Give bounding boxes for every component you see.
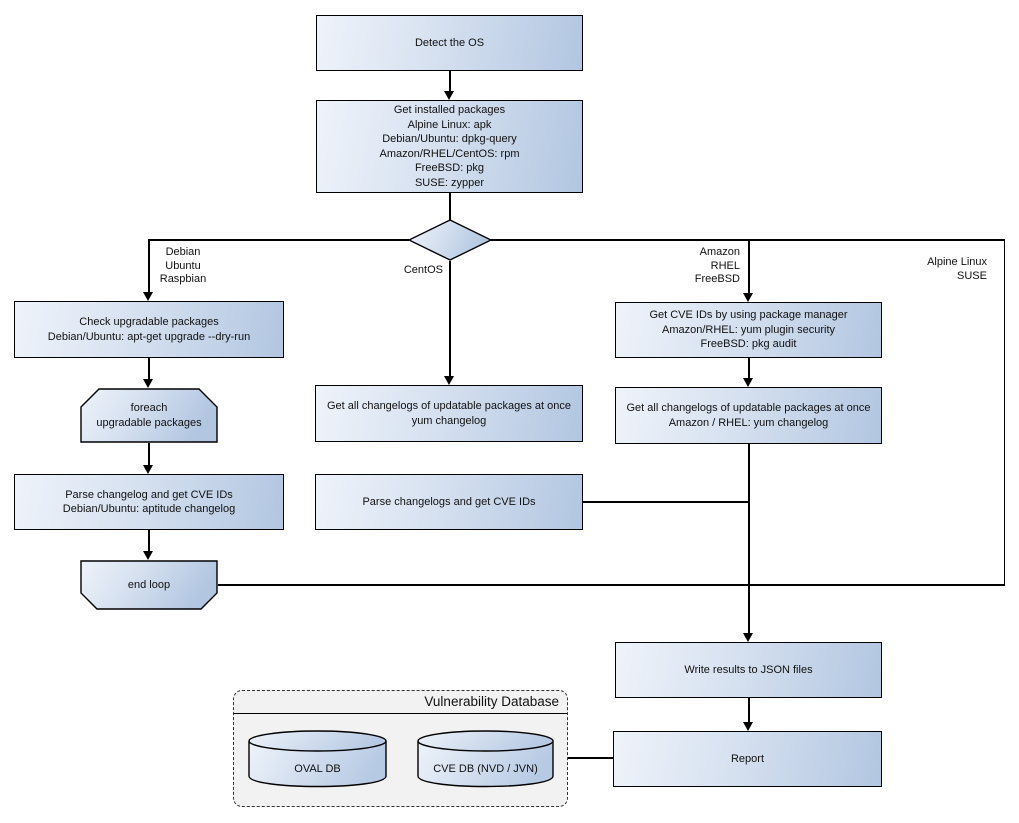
- node-check-upgradable: Check upgradable packages Debian/Ubuntu:…: [14, 301, 284, 358]
- connector-detect-to-packages: [449, 71, 451, 92]
- node-get-cve-ids-line: FreeBSD: pkg audit: [700, 338, 797, 351]
- node-get-installed-line: FreeBSD: pkg: [414, 162, 485, 174]
- node-get-installed-line: Amazon/RHEL/CentOS: rpm: [379, 147, 520, 160]
- cylinder-oval-db-label: OVAL DB: [294, 763, 341, 775]
- cylinder-oval-db: OVAL DB: [248, 730, 387, 788]
- connector-parse-centos-merge: [583, 501, 749, 503]
- node-write-results-label: Write results to JSON files: [684, 663, 813, 676]
- branch-label-centos-line: CentOS: [403, 264, 443, 276]
- branch-label-alpine: Alpine Linux SUSE: [885, 256, 987, 283]
- node-get-cve-ids-line: Amazon/RHEL: yum plugin security: [661, 323, 835, 336]
- node-get-changelogs-amazon-line: Amazon / RHEL: yum changelog: [668, 416, 829, 429]
- database-cylinder-icon: [248, 730, 387, 788]
- node-get-installed-line: Debian/Ubuntu: dpkg-query: [382, 133, 517, 145]
- connector-centos-branch: [449, 261, 451, 377]
- connector-check-to-foreach: [148, 358, 150, 380]
- arrowhead-into-check-upgradable: [143, 292, 153, 301]
- node-get-changelogs-amazon-line: Get all changelogs of updatable packages…: [626, 402, 871, 414]
- node-parse-changelogs-centos: Parse changelogs and get CVE IDs: [315, 474, 583, 530]
- node-write-results: Write results to JSON files: [615, 642, 882, 698]
- branch-label-amazon-line: FreeBSD: [694, 273, 740, 285]
- arrowhead-into-endloop: [143, 551, 153, 560]
- node-parse-left-line: Parse changelog and get CVE IDs: [65, 488, 233, 501]
- node-get-changelogs-centos-line: Get all changelogs of updatable packages…: [326, 400, 571, 412]
- node-parse-changelog-left: Parse changelog and get CVE IDs Debian/U…: [14, 474, 284, 530]
- branch-label-alpine-line: Alpine Linux: [927, 256, 987, 268]
- node-foreach-line: foreach: [130, 402, 168, 414]
- node-get-changelogs-centos-line: yum changelog: [411, 414, 487, 427]
- node-detect-os-label: Detect the OS: [414, 36, 485, 49]
- connector-amazon-branch: [748, 239, 750, 294]
- node-check-upgradable-line: Check upgradable packages: [79, 316, 219, 328]
- connector-packages-to-diamond: [449, 193, 451, 220]
- connector-diamond-left: [148, 239, 409, 241]
- connector-merge-to-write: [748, 444, 750, 634]
- connector-foreach-to-parse: [148, 443, 150, 466]
- node-end-loop-label: end loop: [127, 578, 171, 591]
- arrowhead-into-foreach: [143, 379, 153, 388]
- loop-end-shape: [80, 560, 218, 610]
- cylinder-cve-db-label: CVE DB (NVD / JVN): [433, 763, 538, 775]
- decision-os-diamond: [408, 219, 492, 261]
- connector-write-to-report: [748, 698, 750, 722]
- arrowhead-into-get-changelogs-amazon: [743, 378, 753, 387]
- arrowhead-into-parse-left: [143, 465, 153, 474]
- arrowhead-into-report: [743, 722, 753, 731]
- arrowhead-into-get-installed: [444, 91, 454, 100]
- branch-label-amazon: Amazon RHEL FreeBSD: [656, 246, 740, 287]
- node-foreach-line: upgradable packages: [96, 416, 202, 429]
- connector-debian-branch: [148, 239, 150, 293]
- node-get-cve-ids-pkg-mgr: Get CVE IDs by using package manager Ama…: [615, 302, 882, 358]
- node-report: Report: [613, 731, 882, 787]
- node-parse-centos-label: Parse changelogs and get CVE IDs: [362, 495, 536, 508]
- node-get-installed-line: Get installed packages: [393, 104, 506, 116]
- diamond-shape: [408, 219, 492, 261]
- node-get-changelogs-centos: Get all changelogs of updatable packages…: [315, 385, 583, 442]
- connector-alpine-branch: [1003, 239, 1005, 586]
- branch-label-centos: CentOS: [363, 264, 443, 278]
- arrowhead-into-write-results: [743, 633, 753, 642]
- arrowhead-into-get-cve-ids: [743, 293, 753, 302]
- branch-label-amazon-line: RHEL: [710, 259, 740, 272]
- connector-cveids-to-changelogs: [748, 358, 750, 379]
- node-check-upgradable-line: Debian/Ubuntu: apt-get upgrade --dry-run: [47, 330, 251, 343]
- branch-label-debian-line: Ubuntu: [165, 259, 201, 272]
- branch-label-debian: Debian Ubuntu Raspbian: [140, 246, 226, 287]
- arrowhead-into-get-changelogs-centos: [444, 376, 454, 385]
- node-parse-left-line: Debian/Ubuntu: aptitude changelog: [62, 503, 236, 515]
- loop-begin-shape: [80, 388, 218, 443]
- node-detect-os: Detect the OS: [316, 15, 583, 71]
- node-get-installed-packages: Get installed packages Alpine Linux: apk…: [316, 100, 583, 193]
- cylinder-cve-db: CVE DB (NVD / JVN): [417, 730, 554, 788]
- connector-endloop-merge: [218, 584, 1005, 586]
- node-get-installed-line: Alpine Linux: apk: [407, 118, 492, 131]
- node-report-label: Report: [730, 752, 765, 765]
- connector-database-to-report: [567, 757, 613, 759]
- vulnerability-database-title: Vulnerability Database: [234, 691, 567, 714]
- node-get-installed-line: SUSE: zypper: [414, 176, 485, 189]
- connector-parse-to-endloop: [148, 530, 150, 552]
- node-foreach-loop: foreach upgradable packages: [80, 388, 218, 443]
- branch-label-amazon-line: Amazon: [699, 246, 740, 258]
- branch-label-debian-line: Debian: [165, 246, 201, 258]
- node-get-cve-ids-line: Get CVE IDs by using package manager: [649, 309, 848, 322]
- branch-label-debian-line: Raspbian: [159, 273, 207, 285]
- database-cylinder-icon: [417, 730, 554, 788]
- branch-label-alpine-line: SUSE: [957, 269, 987, 282]
- node-get-changelogs-amazon: Get all changelogs of updatable packages…: [615, 387, 882, 444]
- node-end-loop: end loop: [80, 560, 218, 610]
